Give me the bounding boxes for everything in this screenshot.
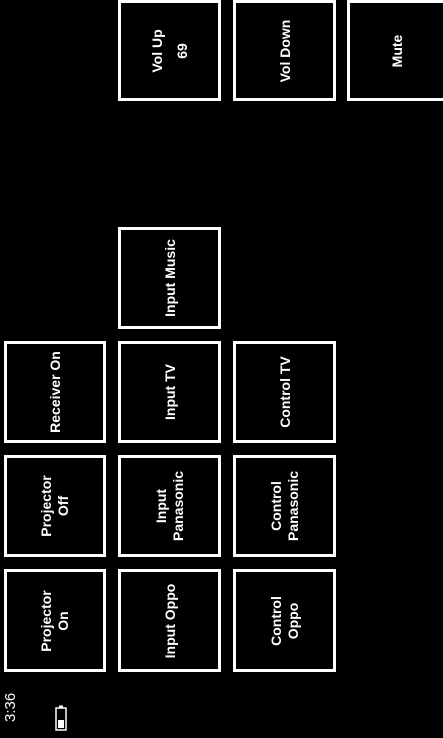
input-panasonic-label: Input Panasonic [152,470,186,542]
input-oppo-label: Input Oppo [161,583,177,658]
receiver-on-button[interactable]: Receiver On [4,341,106,443]
input-music-button[interactable]: Input Music [118,227,221,329]
projector-on-label: Projector On [38,589,71,652]
battery-icon [55,705,67,731]
control-oppo-button[interactable]: Control Oppo [233,569,336,672]
control-oppo-label: Control Oppo [267,595,301,646]
control-panasonic-label: Control Panasonic [267,470,301,542]
mute-button[interactable]: Mute [347,0,443,101]
projector-on-button[interactable]: Projector On [4,569,106,672]
vol-down-label: Vol Down [276,19,292,82]
mute-label: Mute [388,34,405,67]
vol-down-button[interactable]: Vol Down [233,0,336,101]
input-tv-button[interactable]: Input TV [118,341,221,443]
input-music-label: Input Music [161,239,177,317]
vol-up-button[interactable]: Vol Up 69 [118,0,221,101]
projector-off-label: Projector Off [38,475,71,537]
input-tv-label: Input TV [161,364,177,420]
control-panasonic-button[interactable]: Control Panasonic [233,455,336,557]
input-panasonic-button[interactable]: Input Panasonic [118,455,221,557]
control-tv-label: Control TV [276,356,292,428]
input-oppo-button[interactable]: Input Oppo [118,569,221,672]
projector-off-button[interactable]: Projector Off [4,455,106,557]
status-time: 3:36 [2,692,19,722]
receiver-on-label: Receiver On [46,351,63,433]
vol-up-label: Vol Up [148,28,165,73]
control-tv-button[interactable]: Control TV [233,341,336,443]
volume-level: 69 [173,42,190,59]
status-bar: 3:36 [0,692,24,724]
